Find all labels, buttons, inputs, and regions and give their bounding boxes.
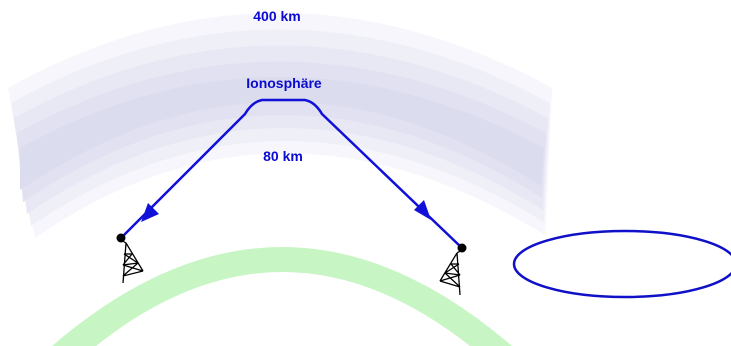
ionosphere-band bbox=[20, 77, 544, 190]
ellipse-shape bbox=[512, 229, 731, 299]
ray-arrow-up bbox=[141, 203, 159, 222]
skywave-ray bbox=[120, 98, 463, 249]
transmitter-tower-icon bbox=[116, 233, 144, 284]
top-altitude-label: 400 km bbox=[253, 8, 300, 24]
receiver-tower-icon bbox=[439, 243, 467, 296]
layer-name-label: Ionosphäre bbox=[246, 75, 322, 91]
earth-surface bbox=[52, 247, 512, 346]
ray-arrow-down bbox=[414, 200, 431, 220]
bottom-altitude-label: 80 km bbox=[263, 148, 303, 164]
ionosphere-layer bbox=[8, 13, 552, 238]
